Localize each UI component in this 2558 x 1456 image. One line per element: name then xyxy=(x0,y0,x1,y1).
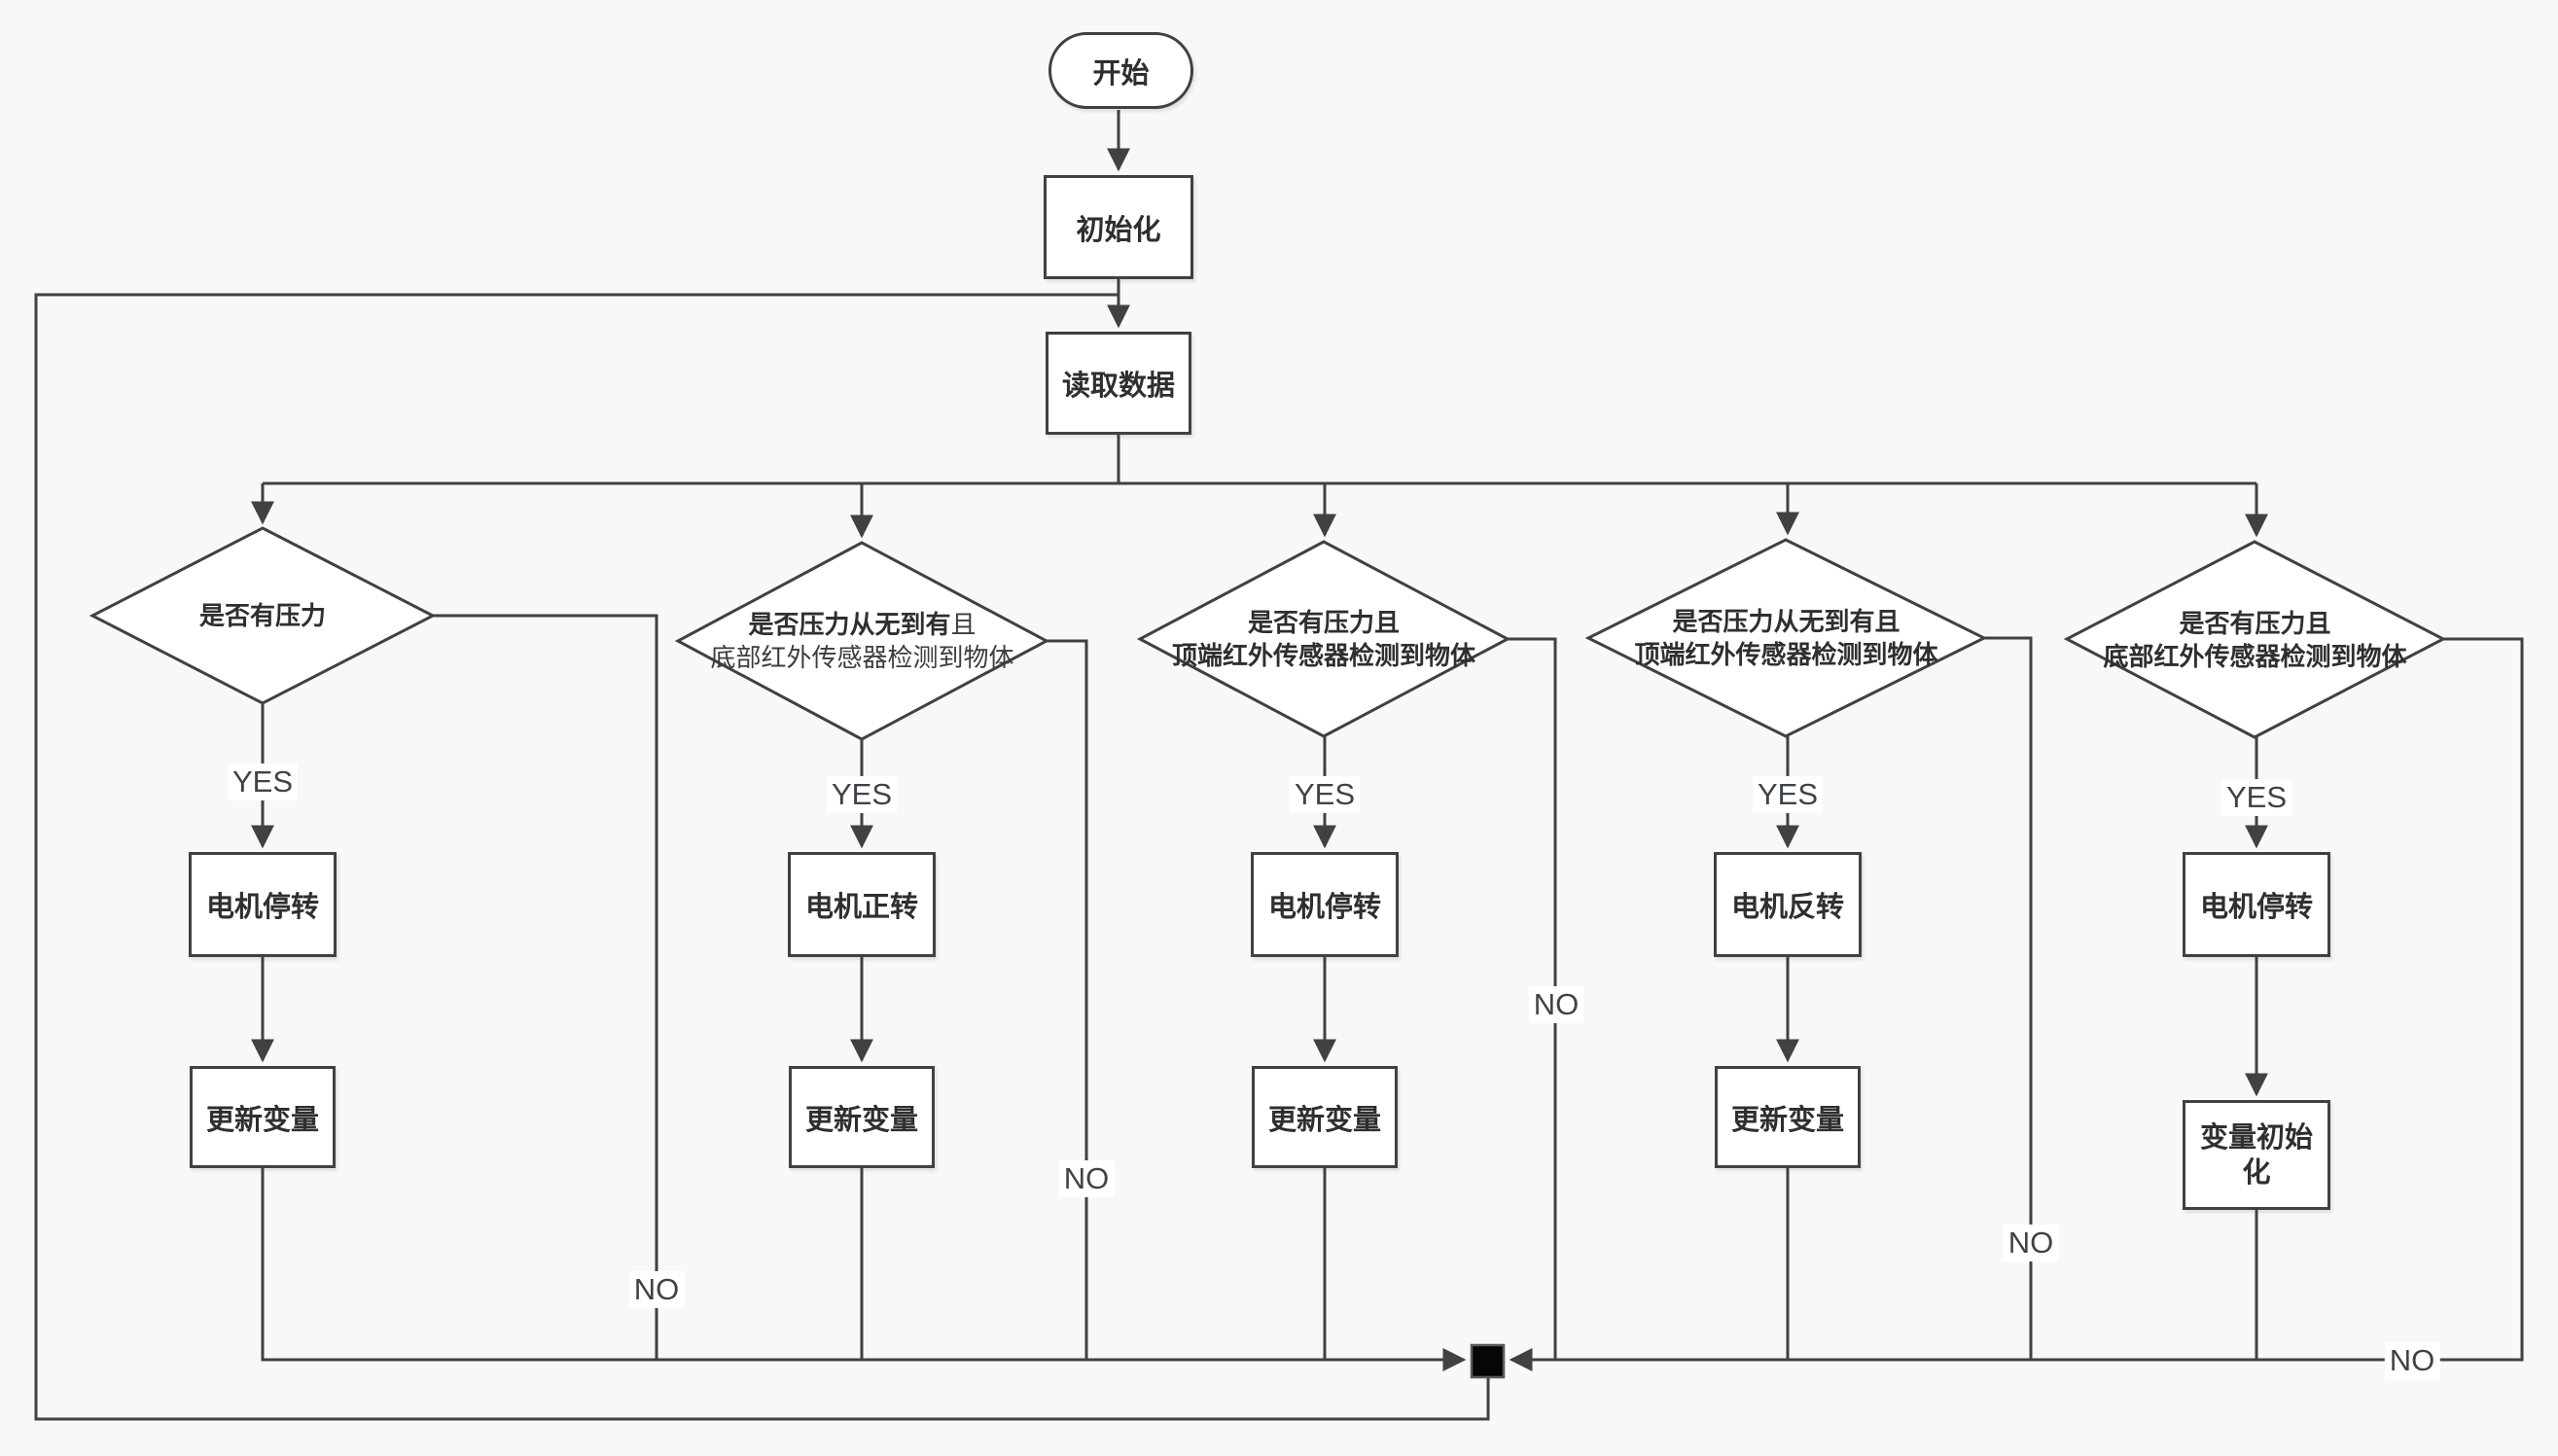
decision-4-line1: 是否压力从无到有且 xyxy=(1672,607,1901,636)
yes-label-5: YES xyxy=(2220,779,2292,816)
read-data-node[interactable]: 读取数据 xyxy=(1046,332,1191,435)
action-2-step1-node[interactable]: 电机正转 xyxy=(788,852,936,957)
edge-no-1 xyxy=(433,614,658,1360)
no-label-2: NO xyxy=(1058,1160,1115,1197)
action-1-step2-node[interactable]: 更新变量 xyxy=(190,1066,336,1168)
decision-shapes xyxy=(89,526,2447,741)
action-1-step1-label: 电机停转 xyxy=(205,892,319,923)
decision-2-line2: 底部红外传感器检测到物体 xyxy=(710,643,1014,672)
decision-5-diamond[interactable] xyxy=(2063,540,2447,739)
no-label-4: NO xyxy=(2003,1225,2059,1261)
action-4-step1-label: 电机反转 xyxy=(1730,892,1844,923)
action-1-step2-label: 更新变量 xyxy=(205,1104,319,1136)
edges xyxy=(34,110,2524,1421)
decision-2-line1: 是否压力从无到有且 xyxy=(748,610,977,639)
edge-no-4 xyxy=(1984,636,2033,1360)
action-2-step1-label: 电机正转 xyxy=(804,892,918,923)
action-3-step2-node[interactable]: 更新变量 xyxy=(1252,1066,1398,1168)
yes-label-3: YES xyxy=(1289,776,1361,813)
no-label-5: NO xyxy=(2384,1342,2440,1379)
action-5-step1-node[interactable]: 电机停转 xyxy=(2183,852,2330,957)
no-label-3: NO xyxy=(1528,986,1584,1023)
init-label: 初始化 xyxy=(1076,214,1161,246)
yes-label-4: YES xyxy=(1752,776,1824,813)
action-5-step2-label: 变量初始 化 xyxy=(2199,1121,2313,1189)
action-3-step2-label: 更新变量 xyxy=(1267,1104,1381,1136)
edge-merge-right xyxy=(1509,637,2524,1371)
edge-feedback-loop xyxy=(34,293,1490,1421)
decision-1-text: 是否有压力 xyxy=(92,528,433,703)
decision-3-line2: 顶端红外传感器检测到物体 xyxy=(1171,641,1475,670)
decision-5-line1: 是否有压力且 xyxy=(2179,608,2331,638)
decision-3-text: 是否有压力且 顶端红外传感器检测到物体 xyxy=(1140,542,1508,736)
start-node[interactable]: 开始 xyxy=(1048,32,1193,109)
decision-4-diamond[interactable] xyxy=(1584,538,1988,738)
decision-1-diamond[interactable] xyxy=(89,526,437,705)
yes-label-2: YES xyxy=(826,776,898,813)
decision-1-line1: 是否有压力 xyxy=(198,601,326,630)
edge-no-3 xyxy=(1508,637,1557,1360)
decision-3-line1: 是否有压力且 xyxy=(1247,608,1400,637)
merge-node[interactable] xyxy=(1470,1343,1506,1379)
action-3-step1-label: 电机停转 xyxy=(1267,892,1381,923)
action-1-step1-node[interactable]: 电机停转 xyxy=(189,852,337,957)
edge-merge-left xyxy=(261,1168,1467,1371)
edge-no-2 xyxy=(1047,639,1088,1360)
read-data-label: 读取数据 xyxy=(1061,371,1175,402)
action-2-step2-label: 更新变量 xyxy=(804,1104,918,1136)
action-4-step2-label: 更新变量 xyxy=(1730,1104,1844,1136)
decision-5-text: 是否有压力且 底部红外传感器检测到物体 xyxy=(2067,542,2443,737)
action-2-step2-node[interactable]: 更新变量 xyxy=(789,1066,935,1168)
decision-5-line2: 底部红外传感器检测到物体 xyxy=(2103,641,2407,671)
init-node[interactable]: 初始化 xyxy=(1044,175,1193,279)
no-label-1: NO xyxy=(628,1271,685,1308)
yes-label-1: YES xyxy=(227,764,299,800)
action-4-step1-node[interactable]: 电机反转 xyxy=(1714,852,1862,957)
decision-2-text: 是否压力从无到有且 底部红外传感器检测到物体 xyxy=(678,543,1047,739)
action-5-step1-label: 电机停转 xyxy=(2199,892,2313,923)
action-4-step2-node[interactable]: 更新变量 xyxy=(1715,1066,1861,1168)
decision-2-diamond[interactable] xyxy=(674,541,1050,741)
start-label: 开始 xyxy=(1092,57,1150,89)
decision-3-diamond[interactable] xyxy=(1136,540,1511,738)
decision-4-text: 是否压力从无到有且 顶端红外传感器检测到物体 xyxy=(1588,540,1984,736)
action-5-step2-node[interactable]: 变量初始 化 xyxy=(2183,1100,2330,1210)
decision-4-line2: 顶端红外传感器检测到物体 xyxy=(1634,640,1938,669)
action-3-step1-node[interactable]: 电机停转 xyxy=(1251,852,1399,957)
